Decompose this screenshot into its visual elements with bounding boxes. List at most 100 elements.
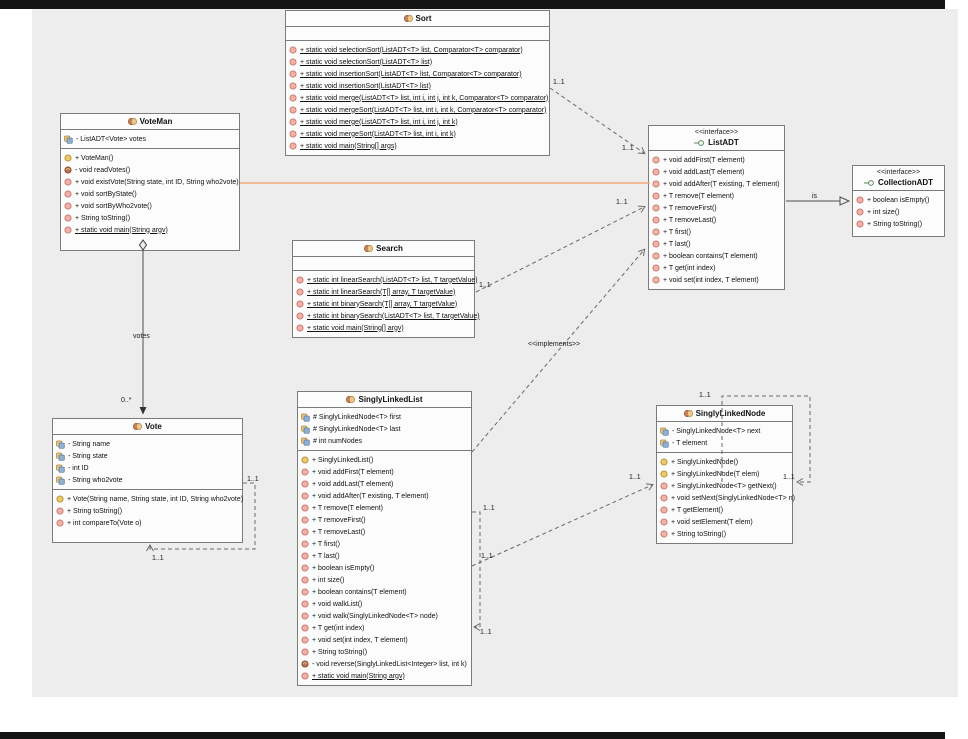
method-row: + static void merge(ListADT<T> list, int… (289, 116, 547, 128)
method-row: + void addFirst(T element) (301, 466, 469, 478)
pub-icon (301, 564, 309, 572)
pub-icon (652, 228, 660, 236)
method-row: + static void insertionSort(ListADT<T> l… (289, 68, 547, 80)
attributes-compartment: - String name- String state- int ID- Str… (53, 435, 242, 490)
class-title[interactable]: <<interface>>ListADT (649, 126, 784, 151)
pub-icon (289, 70, 297, 78)
member-text: + void walkList() (312, 600, 363, 608)
pub-icon (289, 82, 297, 90)
method-row: + SinglyLinkedList() (301, 454, 469, 466)
edge-singlylinkedlist-self-dependency[interactable] (472, 511, 481, 631)
field-icon (56, 476, 65, 485)
pub-icon (301, 468, 309, 476)
pub-icon (652, 276, 660, 284)
class-box-singlylinkedlist[interactable]: SinglyLinkedList# SinglyLinkedNode<T> fi… (297, 391, 472, 686)
edge-search-listadt-dependency[interactable] (475, 205, 646, 293)
member-text: + String toString() (67, 507, 123, 515)
pub-icon (296, 312, 304, 320)
method-row: + void addAfter(T existing, T element) (652, 178, 782, 190)
member-text: + static void merge(ListADT<T> list, int… (300, 118, 458, 126)
method-row: + void setElement(T elem) (660, 516, 790, 528)
member-text: + T remove(T element) (312, 504, 384, 512)
attribute-row: # SinglyLinkedNode<T> first (301, 411, 469, 423)
member-text: + static void selectionSort(ListADT<T> l… (300, 58, 433, 66)
member-text: - String who2vote (68, 476, 123, 484)
member-text: + T remove(T element) (663, 192, 735, 200)
method-row: + void addLast(T element) (652, 166, 782, 178)
ctor-icon (301, 456, 309, 464)
method-row: + T get(int index) (652, 262, 782, 274)
method-row: + static int binarySearch(ListADT<T> lis… (296, 310, 480, 322)
member-text: + void addAfter(T existing, T element) (663, 180, 780, 188)
class-box-singlylinkednode[interactable]: SinglyLinkedNode- SinglyLinkedNode<T> ne… (656, 405, 795, 544)
class-title[interactable]: Search (293, 241, 474, 257)
pub-icon (289, 94, 297, 102)
attributes-compartment: # SinglyLinkedNode<T> first# SinglyLinke… (298, 408, 471, 451)
pub-icon (652, 192, 660, 200)
method-row: + String toString() (856, 218, 942, 230)
class-title[interactable]: SinglyLinkedNode (657, 406, 792, 422)
member-text: + void addFirst(T element) (663, 156, 745, 164)
pub-icon (296, 288, 304, 296)
method-row: + T remove(T element) (652, 190, 782, 202)
method-row: + static int linearSearch(T[] array, T t… (296, 286, 472, 298)
member-text: + boolean contains(T element) (663, 252, 758, 260)
pub-icon (856, 196, 864, 204)
class-name: ListADT (708, 138, 739, 147)
field-icon (660, 427, 669, 436)
class-title[interactable]: VoteMan (61, 114, 239, 130)
attributes-compartment: - SinglyLinkedNode<T> next- T element (657, 422, 792, 453)
class-box-voteman[interactable]: VoteMan- ListADT<Vote> votes+ VoteMan()-… (60, 113, 240, 251)
member-text: + void sortByWho2vote() (75, 202, 152, 210)
method-row: + static void mergeSort(ListADT<T> list,… (289, 128, 547, 140)
method-row: + String toString() (56, 505, 240, 517)
method-row: + VoteMan() (64, 152, 237, 164)
class-title[interactable]: Sort (286, 11, 549, 27)
stereotype-label: <<interface>> (876, 169, 921, 176)
edge-singlylinkedlist-listadt-implements[interactable] (471, 248, 646, 453)
method-row: + boolean isEmpty() (301, 562, 469, 574)
pub-icon (64, 214, 72, 222)
member-text: + T get(int index) (312, 624, 365, 632)
class-title[interactable]: <<interface>>CollectionADT (853, 166, 944, 191)
method-row: + static void selectionSort(ListADT<T> l… (289, 56, 547, 68)
method-row: - void reverse(SinglyLinkedList<Integer>… (301, 658, 469, 670)
attribute-row: - String who2vote (56, 474, 240, 486)
pub-icon (652, 264, 660, 272)
member-text: - String state (68, 452, 108, 460)
class-box-vote[interactable]: Vote- String name- String state- int ID-… (52, 418, 243, 543)
pub-icon (652, 240, 660, 248)
pub-icon (301, 480, 309, 488)
pub-icon (660, 530, 668, 538)
class-title[interactable]: Vote (53, 419, 242, 435)
member-text: + static void selectionSort(ListADT<T> l… (300, 46, 523, 54)
class-title[interactable]: SinglyLinkedList (298, 392, 471, 408)
method-row: + void addAfter(T existing, T element) (301, 490, 469, 502)
class-box-collectionadt[interactable]: <<interface>>CollectionADT+ boolean isEm… (852, 165, 945, 237)
attribute-row: - ListADT<Vote> votes (64, 133, 237, 145)
pub-icon (301, 600, 309, 608)
attribute-row: # SinglyLinkedNode<T> last (301, 423, 469, 435)
method-row: + SinglyLinkedNode(T elem) (660, 468, 790, 480)
member-text: + T first() (312, 540, 340, 548)
methods-compartment: + SinglyLinkedList()+ void addFirst(T el… (298, 451, 471, 685)
edge-singlylinkednode-self-dependency[interactable] (721, 395, 811, 486)
class-box-sort[interactable]: Sort + static void selectionSort(ListADT<… (285, 10, 550, 156)
edge-vote-self-dependency[interactable] (146, 482, 256, 552)
ctor-icon (56, 495, 64, 503)
method-row: + Vote(String name, String state, int ID… (56, 493, 243, 505)
edge-singlylinkedlist-singlylinkednode-dependency[interactable] (471, 483, 654, 567)
pub-icon (660, 518, 668, 526)
field-icon (301, 413, 310, 422)
member-text: + boolean contains(T element) (312, 588, 407, 596)
method-row: + void set(int index, T element) (301, 634, 469, 646)
method-row: + T removeFirst() (301, 514, 469, 526)
method-row: + void set(int index, T element) (652, 274, 782, 286)
class-box-listadt[interactable]: <<interface>>ListADT + void addFirst(T el… (648, 125, 785, 290)
class-name: Sort (415, 14, 432, 23)
field-icon (301, 425, 310, 434)
edge-sort-listadt-dependency[interactable] (549, 87, 646, 155)
member-text: + boolean isEmpty() (312, 564, 375, 572)
pub-icon (301, 648, 309, 656)
class-box-search[interactable]: Search+ static int linearSearch(ListADT<… (292, 240, 480, 338)
